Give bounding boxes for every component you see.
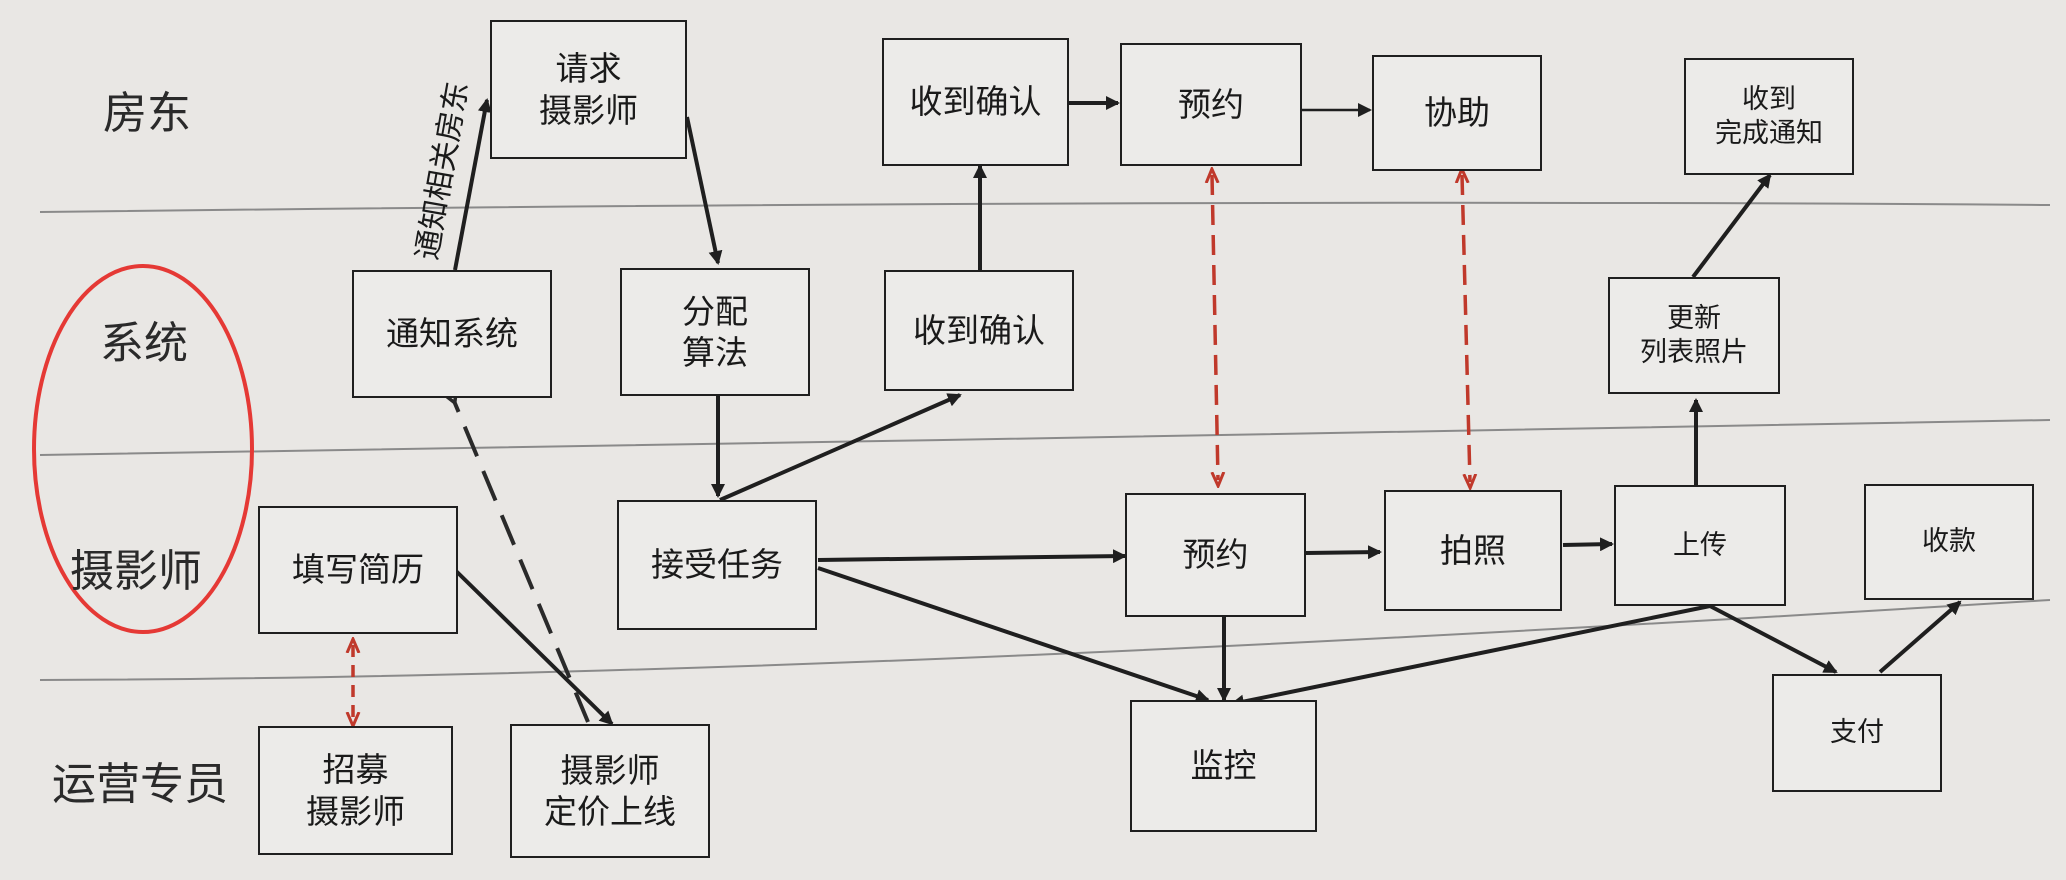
edge-pricing-to-notify [454,401,590,723]
node-upload[interactable]: 上传 [1614,485,1786,606]
node-system-receive-confirm-label: 收到确认 [913,310,1045,350]
edge-upload-to-pay [1709,604,1838,674]
edge-request-to-assign [685,116,723,265]
node-take-photos[interactable]: 拍照 [1384,490,1562,611]
node-pricing-online[interactable]: 摄影师 定价上线 [510,724,710,858]
node-fill-resume[interactable]: 填写简历 [258,506,458,634]
node-photographer-booking[interactable]: 预约 [1125,493,1306,617]
node-receive-payment-label: 收款 [1922,526,1976,558]
edge-accept-to-monitor [817,566,1210,703]
node-receive-completion[interactable]: 收到 完成通知 [1684,58,1854,175]
node-take-photos-label: 拍照 [1440,530,1506,570]
node-system-receive-confirm[interactable]: 收到确认 [884,270,1074,391]
node-monitor-label: 监控 [1190,746,1257,786]
node-assign-algorithm-label: 分配 算法 [682,291,748,372]
lane-divider-3 [39,599,2051,681]
node-recruit[interactable]: 招募 摄影师 [258,726,453,855]
node-upload-label: 上传 [1673,529,1727,561]
node-notify-system[interactable]: 通知系统 [352,270,552,398]
node-monitor[interactable]: 监控 [1130,700,1317,832]
lane-label-system: 系统 [100,318,188,369]
edge-resume-to-pricing [453,568,614,726]
node-pay[interactable]: 支付 [1772,674,1942,792]
edge-assist-sync [1462,175,1470,482]
node-recruit-label: 招募 摄影师 [306,750,405,831]
lane-label-landlord: 房东 [103,88,191,139]
node-pricing-online-label: 摄影师 定价上线 [544,750,676,831]
node-receive-payment[interactable]: 收款 [1864,484,2034,600]
edge-accept-to-sysconfirm [719,393,962,502]
node-photographer-booking-label: 预约 [1182,535,1249,575]
node-assist-label: 协助 [1424,93,1490,133]
node-landlord-receive-confirm-label: 收到确认 [909,82,1042,122]
node-update-photos[interactable]: 更新 列表照片 [1608,277,1780,394]
highlight-ellipse [32,264,254,634]
node-assist[interactable]: 协助 [1372,55,1542,171]
lane-label-photographer: 摄影师 [70,546,202,597]
node-accept-task-label: 接受任务 [651,545,783,585]
edge-upload-to-monitor [1230,604,1711,709]
node-notify-system-label: 通知系统 [386,314,518,354]
node-landlord-receive-confirm[interactable]: 收到确认 [882,38,1069,166]
lane-label-operations: 运营专员 [52,759,228,810]
edge-pay-to-payment [1878,600,1962,674]
lane-divider-2 [39,419,2051,456]
edge-notify-to-request [453,98,492,271]
node-pay-label: 支付 [1830,717,1884,749]
node-landlord-booking[interactable]: 预约 [1120,43,1302,166]
edge-booking-sync [1212,175,1218,480]
node-receive-completion-label: 收到 完成通知 [1715,83,1823,149]
node-request-photographer-label: 请求 摄影师 [539,49,638,130]
node-fill-resume-label: 填写简历 [292,550,424,590]
node-request-photographer[interactable]: 请求 摄影师 [490,20,687,159]
edge-update-to-completion [1691,173,1772,279]
edge-accept-to-pbooking [817,549,1127,564]
node-accept-task[interactable]: 接受任务 [617,500,817,630]
edge-photos-to-upload [1562,537,1614,552]
node-assign-algorithm[interactable]: 分配 算法 [620,268,810,396]
node-landlord-booking-label: 预约 [1178,84,1244,124]
node-update-photos-label: 更新 列表照片 [1640,302,1748,368]
edge-pbooking-to-photos [1305,545,1382,560]
